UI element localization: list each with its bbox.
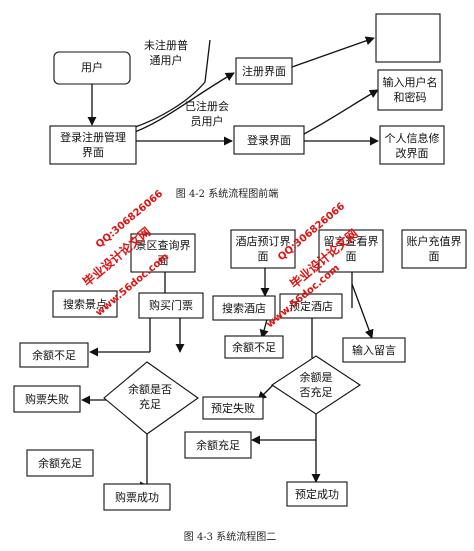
edge-login-to-input (303, 89, 379, 135)
node-message-view: 留言查看界面 (318, 229, 384, 273)
node-insufficient-2-label: 余额不足 (232, 340, 276, 354)
node-hotel-booking: 酒店预订界面 (230, 229, 296, 269)
node-search-attraction: 搜索景点 (52, 290, 118, 318)
node-sufficient-1-label: 余额充足 (38, 456, 82, 470)
node-balance-check-1: 余额是否充足 (103, 361, 199, 435)
node-login-label: 登录界面 (247, 133, 291, 147)
node-purchase-success: 购票成功 (103, 483, 171, 511)
node-insufficient-1-label: 余额不足 (32, 348, 76, 362)
node-insufficient-1: 余额不足 (19, 342, 89, 368)
node-purchase-fail: 购票失败 (13, 385, 81, 413)
node-purchase-fail-label: 购票失败 (25, 392, 69, 406)
node-balance-check-1-label: 余额是否充足 (128, 382, 172, 411)
node-attraction-query: 景区查询界面 (130, 233, 196, 273)
node-register: 注册界面 (235, 57, 293, 85)
node-recharge-label: 账户充值界面 (407, 234, 462, 263)
node-register-label: 注册界面 (242, 64, 286, 78)
node-search-hotel-label: 搜索酒店 (222, 301, 266, 315)
node-booking-success-label: 预定成功 (295, 487, 339, 501)
node-modify-info: 个人信息修改界面 (379, 125, 445, 165)
node-hotel-booking-label: 酒店预订界面 (236, 234, 291, 263)
note-registered: 已注册会员用户 (185, 99, 229, 128)
node-booking-fail-label: 预定失败 (211, 401, 255, 415)
node-input-message: 输入留言 (342, 337, 406, 363)
node-input-user-label: 输入用户名和密码 (383, 75, 438, 104)
node-book-hotel-label: 预定酒店 (289, 299, 333, 313)
node-input-user: 输入用户名和密码 (377, 69, 443, 111)
node-purchase-success-label: 购票成功 (115, 490, 159, 504)
node-sufficient-1: 余额充足 (26, 449, 94, 477)
edge-register-to-empty (291, 36, 375, 68)
node-sufficient-2: 余额充足 (184, 431, 252, 459)
edge-message-to-input (351, 283, 374, 339)
figure-2-caption: 图 4-3 系统流程图二 (184, 530, 276, 543)
edge-login-mgmt-to-register (125, 72, 235, 136)
node-search-attraction-label: 搜索景点 (63, 297, 107, 311)
node-booking-fail: 预定失败 (202, 396, 264, 420)
node-login: 登录界面 (233, 125, 305, 155)
node-recharge: 账户充值界面 (401, 229, 467, 269)
node-attraction-query-label: 景区查询界面 (136, 238, 191, 267)
node-book-hotel: 预定酒店 (279, 293, 343, 319)
node-search-hotel: 搜索酒店 (212, 295, 276, 321)
node-buy-ticket-label: 购买门票 (149, 298, 193, 312)
node-login-mgmt-label: 登录注册管理界面 (60, 130, 126, 159)
node-sufficient-2-label: 余额充足 (196, 438, 240, 452)
node-message-view-label: 留言查看界面 (324, 234, 379, 263)
node-balance-check-2-label: 余额是否充足 (300, 370, 333, 399)
figure-1: 用户 登录注册管理界面 注册界面 登录界面 输入用户名和密码 个人信息修改界面 … (49, 13, 445, 200)
figure-2: 景区查询界面 酒店预订界面 留言查看界面 账户充值界面 搜索景点 购买门票 余额… (13, 229, 467, 543)
node-input-message-label: 输入留言 (352, 343, 396, 357)
note-unregistered: 未注册普通用户 (144, 38, 188, 67)
node-balance-check-2: 余额是否充足 (271, 355, 361, 415)
node-login-mgmt: 登录注册管理界面 (49, 125, 137, 165)
node-empty (375, 13, 441, 63)
figure-1-caption: 图 4-2 系统流程图前端 (176, 187, 278, 200)
node-user-label: 用户 (81, 60, 103, 74)
edge-login-mgmt-unregistered (125, 39, 211, 131)
node-insufficient-2: 余额不足 (224, 335, 284, 359)
node-modify-info-label: 个人信息修改界面 (385, 131, 440, 160)
node-booking-success: 预定成功 (286, 481, 348, 507)
node-buy-ticket: 购买门票 (138, 292, 204, 319)
node-user: 用户 (53, 51, 131, 85)
